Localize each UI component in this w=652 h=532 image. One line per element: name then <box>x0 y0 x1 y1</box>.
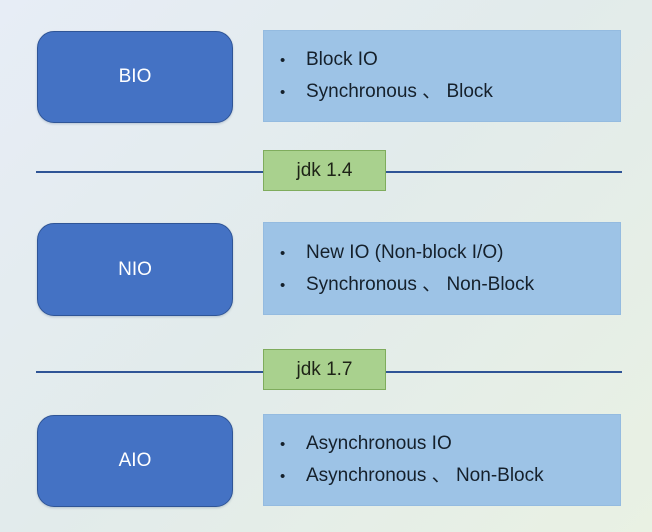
list-item: • Synchronous 、 Non-Block <box>280 269 620 301</box>
bullet-icon: • <box>280 52 286 69</box>
bullet-icon: • <box>280 244 286 262</box>
nio-term-box: NIO <box>37 223 233 316</box>
list-item: • Block IO <box>280 44 620 76</box>
bio-term-label: BIO <box>118 66 152 87</box>
bio-bullet-1: Block IO <box>306 49 378 70</box>
aio-term-box: AIO <box>37 415 233 507</box>
bullet-icon: • <box>280 468 286 485</box>
bullet-icon: • <box>280 84 286 101</box>
jdk14-label-box: jdk 1.4 <box>263 150 386 191</box>
nio-term-label: NIO <box>118 258 152 280</box>
list-item: • Asynchronous 、 Non-Block <box>280 460 620 492</box>
jdk14-label: jdk 1.4 <box>296 159 353 181</box>
nio-desc-box: • New IO (Non-block I/O) • Synchronous 、… <box>263 222 621 315</box>
nio-bullet-2: Synchronous 、 Non-Block <box>306 273 535 295</box>
aio-desc-box: • Asynchronous IO • Asynchronous 、 Non-B… <box>263 414 621 506</box>
aio-bullet-2: Asynchronous 、 Non-Block <box>306 465 544 486</box>
bio-term-box: BIO <box>37 31 233 123</box>
list-item: • Synchronous 、 Block <box>280 76 620 108</box>
bio-desc-box: • Block IO • Synchronous 、 Block <box>263 30 621 122</box>
jdk17-label-box: jdk 1.7 <box>263 349 386 390</box>
jdk17-label: jdk 1.7 <box>296 358 353 380</box>
bio-bullet-2: Synchronous 、 Block <box>306 81 493 102</box>
bullet-icon: • <box>280 436 286 453</box>
bullet-icon: • <box>280 276 286 294</box>
list-item: • Asynchronous IO <box>280 428 620 460</box>
list-item: • New IO (Non-block I/O) <box>280 237 620 269</box>
nio-bullet-1: New IO (Non-block I/O) <box>306 241 504 263</box>
aio-bullet-1: Asynchronous IO <box>306 433 452 454</box>
aio-term-label: AIO <box>118 450 152 471</box>
